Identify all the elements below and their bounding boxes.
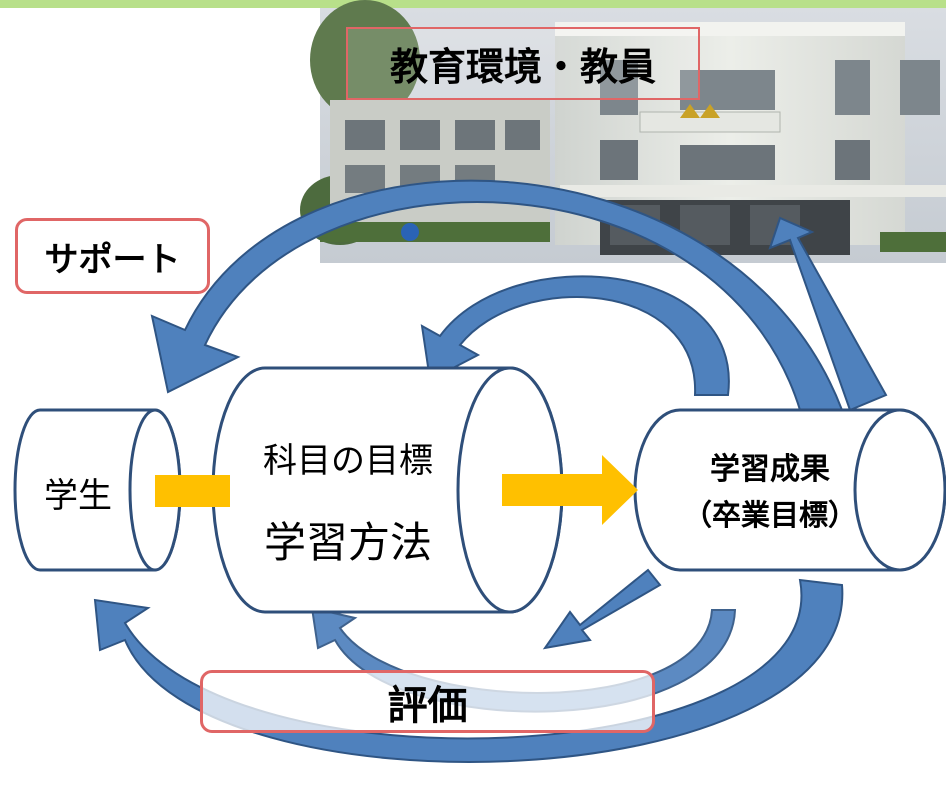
outcome-cylinder bbox=[633, 408, 946, 572]
flow-arrow-student-course bbox=[155, 475, 230, 507]
top-accent-band bbox=[0, 0, 946, 8]
evaluation-box: 評価 bbox=[200, 670, 655, 733]
support-label: サポート bbox=[44, 239, 181, 280]
student-label: 学生 bbox=[44, 476, 112, 516]
evaluation-label: 評価 bbox=[387, 682, 468, 729]
outcome-to-evaluation-arrow bbox=[542, 568, 662, 650]
support-arrow bbox=[150, 179, 844, 411]
course-goal-label: 科目の目標 bbox=[263, 440, 433, 481]
feedback-arrow-course bbox=[420, 275, 730, 396]
learning-method-label: 学習方法 bbox=[263, 517, 432, 567]
environment-faculty-label: 教育環境・教員 bbox=[389, 45, 656, 89]
evaluation-arrow-student bbox=[93, 578, 844, 763]
graduation-goal-label: （卒業目標） bbox=[682, 498, 857, 532]
support-box: サポート bbox=[15, 218, 210, 294]
environment-faculty-box: 教育環境・教員 bbox=[346, 27, 700, 100]
learning-outcome-label: 学習成果 bbox=[710, 452, 830, 487]
flow-arrow-course-outcome bbox=[502, 455, 638, 525]
outcome-to-environment-arrow bbox=[768, 216, 888, 412]
